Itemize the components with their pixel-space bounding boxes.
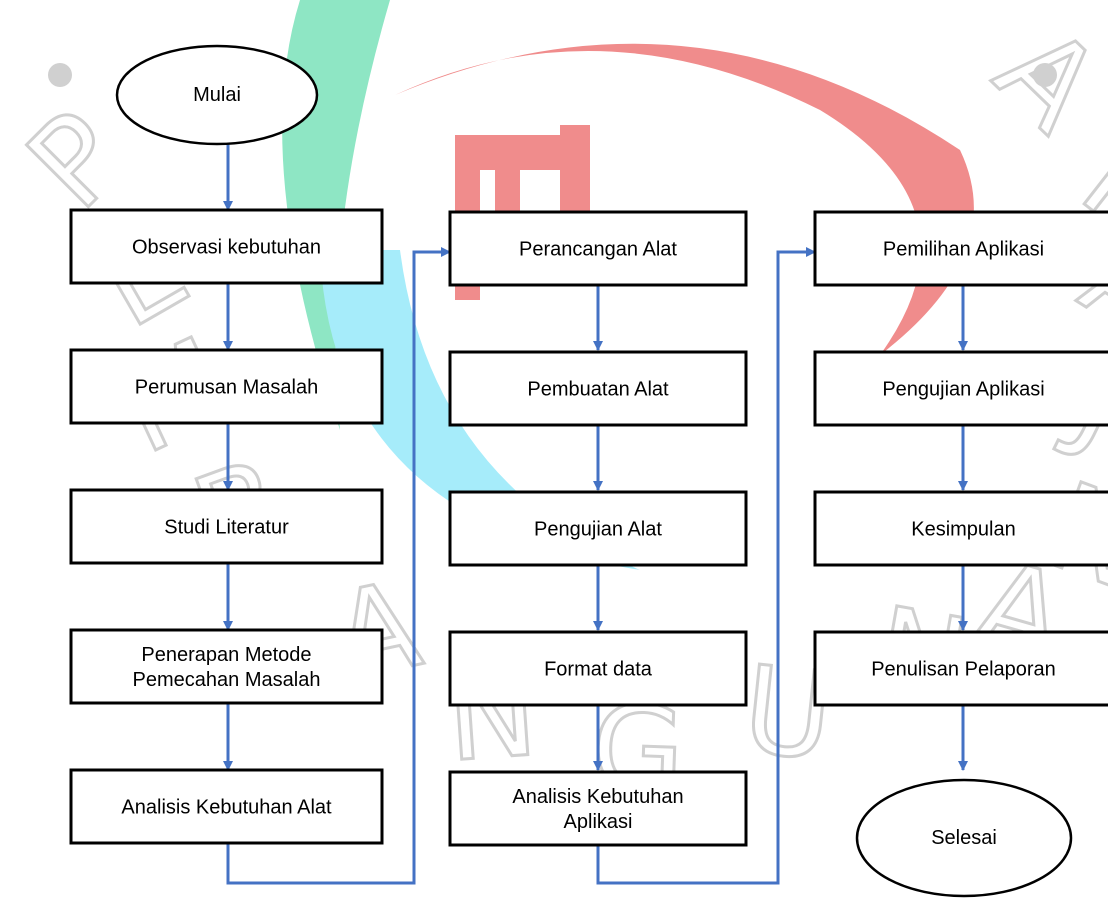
process-label: Pengujian Alat (534, 519, 662, 541)
process-label: Pengujian Aplikasi (882, 379, 1044, 401)
process-box (448, 210, 748, 287)
process-label: Perumusan Masalah (135, 377, 318, 399)
process-step-2-4: Format data (448, 630, 748, 707)
start-label: Mulai (193, 84, 241, 106)
process-box (69, 628, 384, 705)
watermark-dot (48, 63, 72, 87)
arrow-c2-to-c3 (596, 247, 816, 885)
process-box (813, 210, 1108, 287)
process-label: Observasi kebutuhan (132, 237, 321, 259)
process-label: Penulisan Pelaporan (871, 659, 1056, 681)
process-step-3-1: Pemilihan Aplikasi (813, 210, 1108, 287)
process-label: Studi Literatur (164, 517, 289, 539)
process-label: Analisis Kebutuhan Alat (121, 797, 332, 819)
process-label: Format data (544, 659, 653, 681)
process-box (813, 350, 1108, 427)
process-box (69, 348, 384, 425)
process-step-2-3: Pengujian Alat (448, 490, 748, 567)
process-step-1-1: Observasi kebutuhan (69, 208, 384, 285)
watermark-cyan-arc (320, 250, 640, 570)
process-label: Pembuatan Alat (527, 379, 669, 401)
process-box (448, 350, 748, 427)
process-box (69, 208, 384, 285)
process-box (448, 630, 748, 707)
process-step-2-2: Pembuatan Alat (448, 350, 748, 427)
process-box (69, 768, 384, 845)
process-step-1-5: Analisis Kebutuhan Alat (69, 768, 384, 845)
process-step-1-3: Studi Literatur (69, 488, 384, 565)
end-terminator: Selesai (855, 778, 1073, 898)
process-step-3-4: Penulisan Pelaporan (813, 630, 1108, 707)
connectors (223, 144, 968, 885)
process-box (813, 490, 1108, 567)
process-label: Perancangan Alat (519, 239, 677, 261)
end-label: Selesai (931, 827, 997, 849)
process-step-1-2: Perumusan Masalah (69, 348, 384, 425)
process-box (69, 488, 384, 565)
process-step-3-2: Pengujian Aplikasi (813, 350, 1108, 427)
watermark-dot (1033, 63, 1057, 87)
process-box (813, 630, 1108, 707)
process-box (448, 490, 748, 567)
watermark-red-glyph (455, 125, 590, 300)
process-label: Kesimpulan (911, 519, 1016, 541)
process-step-2-1: Perancangan Alat (448, 210, 748, 287)
start-terminator: Mulai (115, 44, 319, 146)
process-box (448, 770, 748, 847)
process-step-3-3: Kesimpulan (813, 490, 1108, 567)
arrow-c1-to-c2 (226, 247, 451, 885)
process-label: Pemilihan Aplikasi (883, 239, 1044, 261)
